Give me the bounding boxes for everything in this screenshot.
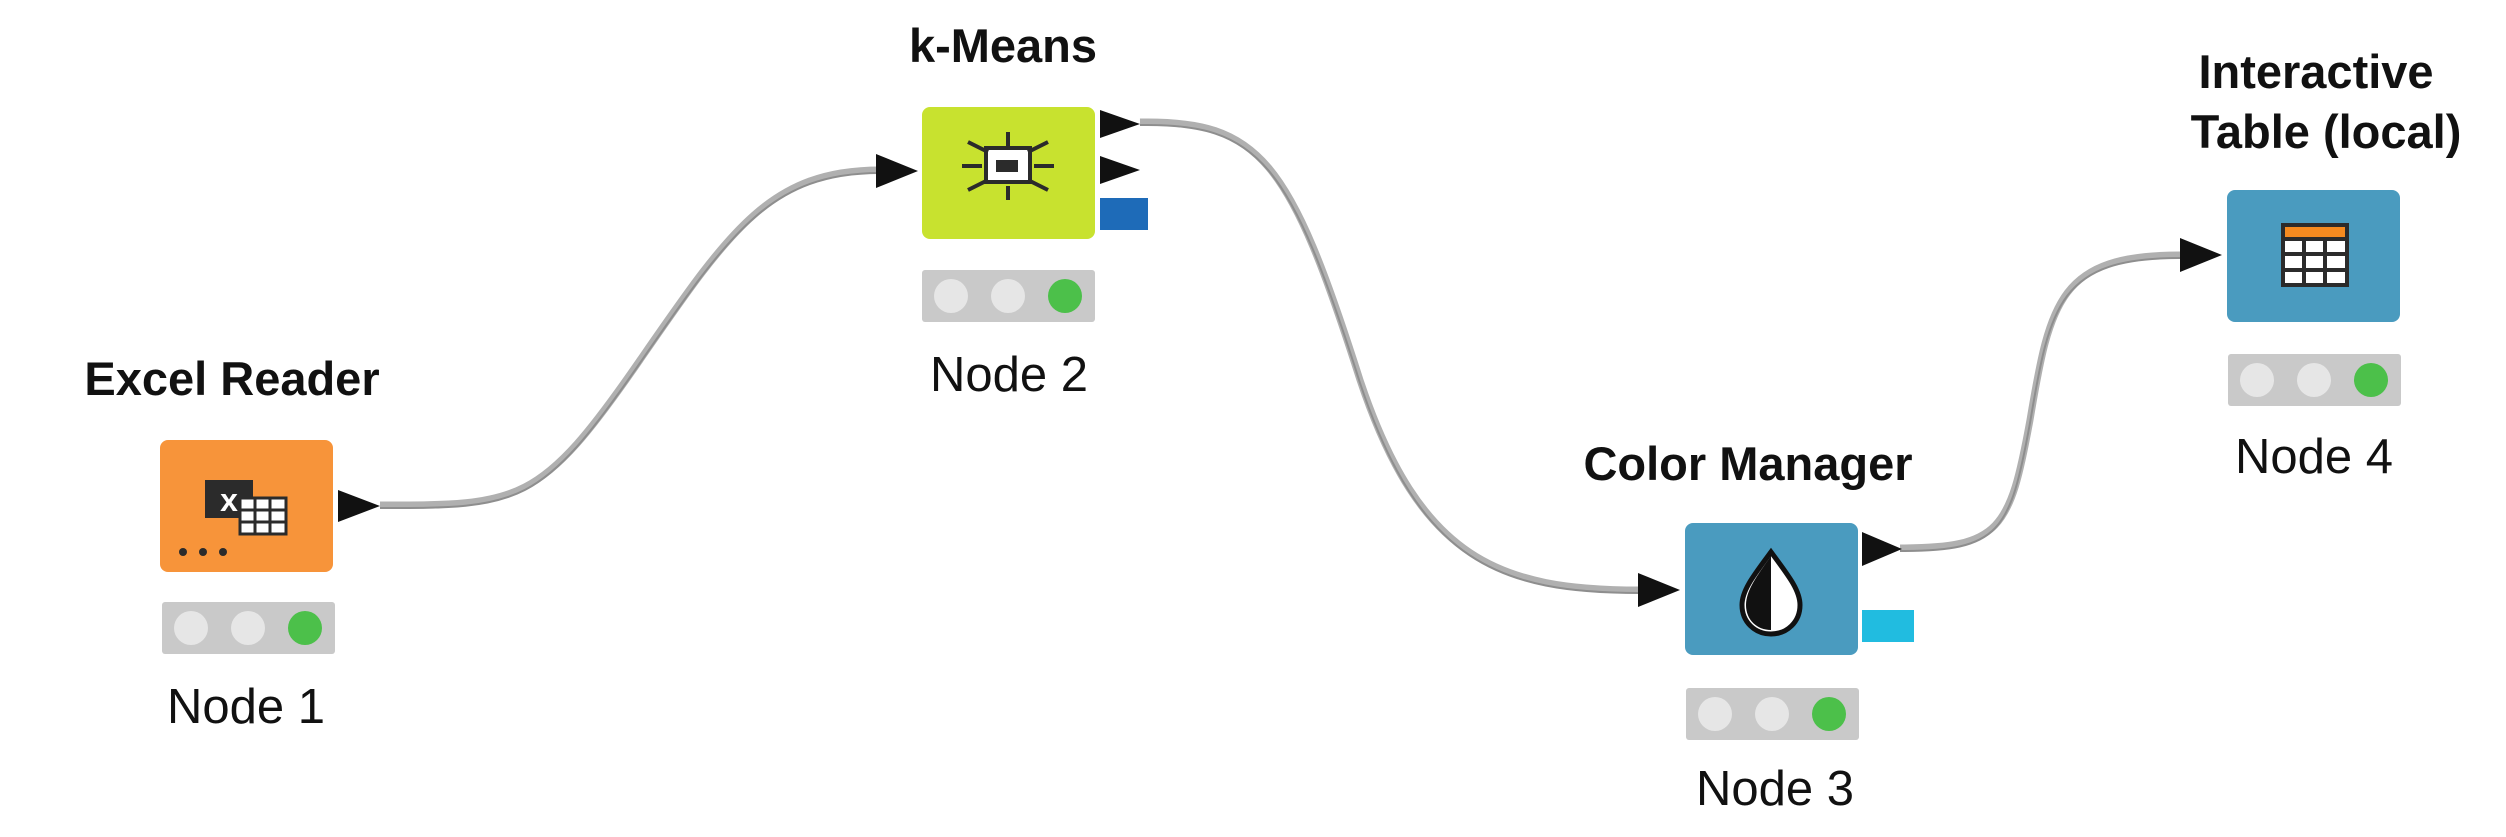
connection-node3-node4[interactable] <box>1899 251 2181 552</box>
excel-reader-icon: x <box>179 480 288 556</box>
connection-node2-node3[interactable] <box>1139 118 1641 594</box>
node-title: k-Means <box>909 19 1097 72</box>
node-excel-reader[interactable]: Excel Reader x Node 1 <box>84 352 380 734</box>
input-port[interactable] <box>2180 238 2222 272</box>
connection-node2-node3-shade <box>1139 123 1641 594</box>
node-k-means[interactable]: k-Means Node 2 <box>876 19 1148 402</box>
connection-node1-node2-shade <box>379 172 881 509</box>
node-interactive-table[interactable]: Interactive Table (local) Node 4 <box>2180 45 2461 484</box>
node-title: Excel Reader <box>84 352 379 405</box>
status-traffic-light <box>922 270 1095 322</box>
status-traffic-light <box>2228 354 2401 406</box>
connections <box>379 118 2181 594</box>
node-label[interactable]: Node 2 <box>930 348 1088 402</box>
connection-node1-node2[interactable] <box>379 166 881 509</box>
node-color-manager[interactable]: Color Manager Node 3 <box>1583 437 1914 816</box>
k-means-icon <box>962 132 1054 200</box>
node-title-line-2: Table (local) <box>2191 105 2462 158</box>
output-port-clusters[interactable] <box>1100 156 1140 184</box>
status-traffic-light <box>1686 688 1859 740</box>
input-port[interactable] <box>1638 573 1680 607</box>
table-icon <box>2281 223 2349 287</box>
connection-node3-node4-shade <box>1899 257 2181 552</box>
output-port-model[interactable] <box>1100 198 1148 230</box>
node-label[interactable]: Node 1 <box>167 680 325 734</box>
output-port-labels[interactable] <box>1100 110 1140 138</box>
output-port-color-model[interactable] <box>1862 610 1914 642</box>
output-port[interactable] <box>1862 532 1902 566</box>
status-traffic-light <box>162 602 335 654</box>
node-label[interactable]: Node 3 <box>1696 762 1854 816</box>
color-manager-icon <box>1739 547 1803 637</box>
node-title: Color Manager <box>1583 437 1912 490</box>
node-label[interactable]: Node 4 <box>2235 430 2393 484</box>
svg-text:x: x <box>220 482 238 518</box>
input-port[interactable] <box>876 154 918 188</box>
output-port[interactable] <box>338 490 380 522</box>
node-title-line-1: Interactive <box>2198 45 2433 98</box>
